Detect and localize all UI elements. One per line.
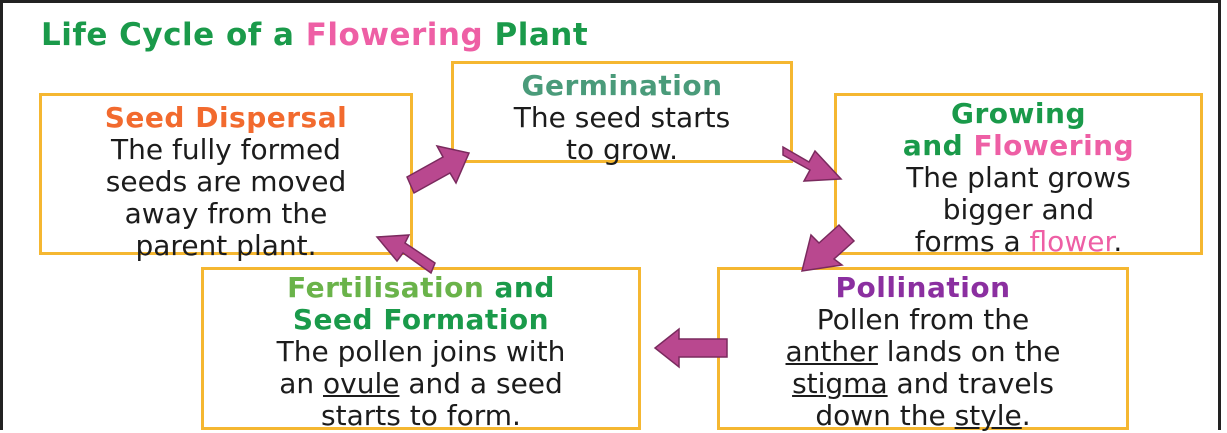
pollination-line-3-post: and travels (887, 367, 1054, 400)
growing-line-3-pre: forms a (914, 225, 1030, 258)
pollination-line-4-pre: down the (815, 399, 955, 432)
growing-line-1: The plant grows (906, 161, 1131, 194)
cycle-arrows (375, 144, 856, 369)
pollination-line-2-post: lands on the (877, 335, 1061, 368)
fertilisation-line-3: starts to form. (321, 399, 521, 432)
fertilisation-line-2-post: and a seed (399, 367, 563, 400)
ovule-word: ovule (323, 367, 400, 400)
fertilisation-heading-line-2: Seed Formation (292, 303, 550, 336)
arrow-growing-to-pollination (800, 223, 856, 272)
anther-word: anther (785, 335, 878, 368)
style-word: style (954, 399, 1022, 432)
pollination-line-4-post: . (1021, 399, 1031, 432)
growing-flower-word: flower (1029, 225, 1114, 258)
fertilisation-heading: Fertilisation and (204, 272, 638, 304)
growing-heading-flowering: Flowering (973, 129, 1135, 162)
title-part-flowering: Flowering (305, 17, 484, 53)
arrow-pollination-to-fertilisation (653, 327, 728, 369)
stage-fertilisation-box: Fertilisation and Seed Formation The pol… (201, 267, 641, 432)
growing-line-3: forms a flower. (837, 226, 1200, 258)
growing-line-2: bigger and (942, 193, 1095, 226)
fertilisation-heading-word: Fertilisation (287, 271, 485, 304)
pollination-line-2: anther lands on the (720, 336, 1126, 368)
fertilisation-line-2-pre: an (279, 367, 323, 400)
growing-heading-and: and (902, 129, 974, 162)
pollination-line-1: Pollen from the (816, 303, 1030, 336)
pollination-heading: Pollination (835, 271, 1011, 304)
seed-dispersal-line-3: away from the (124, 197, 328, 230)
stage-germination-box: Germination The seed starts to grow. (451, 61, 793, 166)
title-part-3: Plant (483, 17, 589, 53)
seed-dispersal-line-1: The fully formed (111, 133, 341, 166)
germination-heading: Germination (521, 69, 723, 102)
growing-heading: Growing (951, 97, 1086, 130)
stage-pollination-box: Pollination Pollen from the anther lands… (717, 267, 1129, 432)
stigma-word: stigma (792, 367, 888, 400)
pollination-line-4: down the style. (720, 400, 1126, 432)
seed-dispersal-line-2: seeds are moved (105, 165, 347, 198)
stage-seed-dispersal-box: Seed Dispersal The fully formed seeds ar… (39, 93, 413, 262)
fertilisation-line-1: The pollen joins with (276, 335, 566, 368)
germination-line-1: The seed starts (513, 101, 731, 134)
pollination-line-3: stigma and travels (720, 368, 1126, 400)
fertilisation-heading-and: and (484, 271, 555, 304)
fertilisation-line-2: an ovule and a seed (204, 368, 638, 400)
arrow-dispersal-to-germination (406, 144, 471, 195)
seed-dispersal-heading: Seed Dispersal (104, 101, 348, 134)
arrow-germination-to-growing (782, 145, 843, 182)
germination-line-2: to grow. (565, 133, 679, 166)
growing-line-3-post: . (1113, 225, 1123, 258)
diagram-title: Life Cycle of a Flowering Plant (41, 17, 588, 53)
growing-heading-line-2: and Flowering (837, 130, 1200, 162)
title-part-1: Life Cycle of a (41, 17, 306, 53)
arrow-fertilisation-to-dispersal (375, 234, 436, 275)
stage-growing-flowering-box: Growing and Flowering The plant grows bi… (834, 93, 1203, 258)
seed-dispersal-line-4: parent plant. (135, 229, 317, 262)
